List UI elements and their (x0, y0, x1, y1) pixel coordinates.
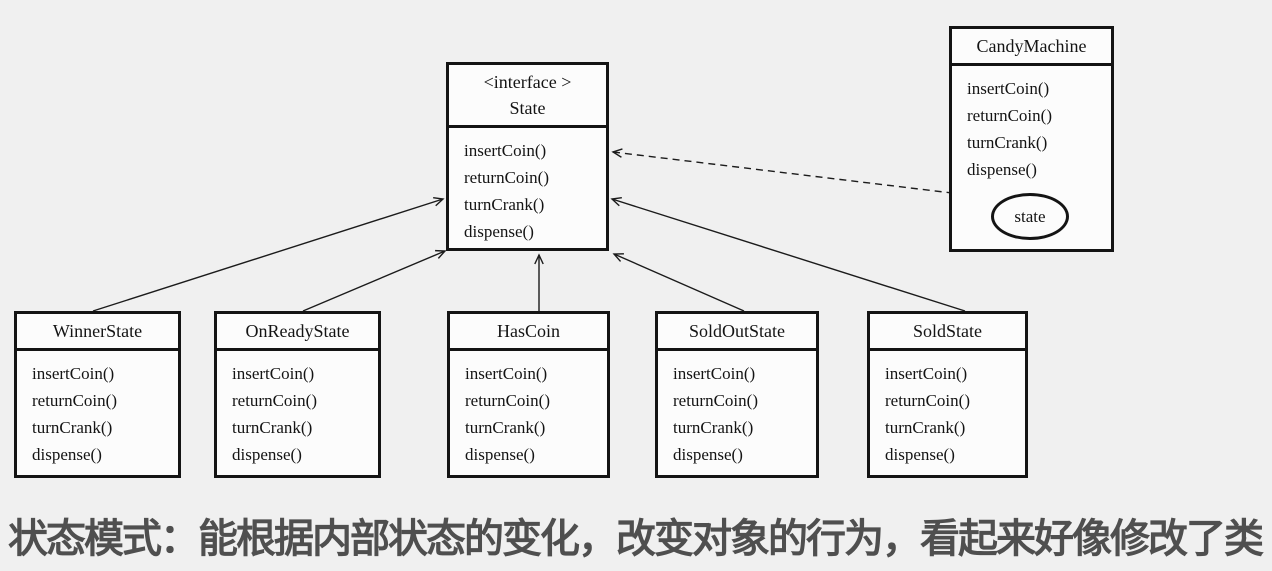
method-item: insertCoin() (232, 364, 315, 383)
method-item: returnCoin() (673, 391, 758, 410)
method-item: turnCrank() (465, 418, 546, 437)
class-box-soldstate: SoldState insertCoin() returnCoin() turn… (867, 311, 1028, 478)
method-item: dispense() (32, 445, 102, 464)
method-list-winnerstate: insertCoin() returnCoin() turnCrank() di… (17, 351, 178, 468)
class-name-candymachine: CandyMachine (976, 36, 1087, 56)
class-header-hascoin: HasCoin (450, 314, 607, 351)
class-box-candymachine: CandyMachine insertCoin() returnCoin() t… (949, 26, 1114, 252)
method-item: insertCoin() (464, 141, 547, 160)
class-name-winnerstate: WinnerState (52, 321, 143, 341)
class-box-soldoutstate: SoldOutState insertCoin() returnCoin() t… (655, 311, 819, 478)
method-item: turnCrank() (673, 418, 754, 437)
connector-onreadystate-to-state (302, 249, 447, 312)
method-item: dispense() (673, 445, 743, 464)
method-item: insertCoin() (885, 364, 968, 383)
class-header-state: <interface > State (449, 65, 606, 128)
connector-candymachine-state-dashed (611, 148, 987, 201)
method-item: turnCrank() (32, 418, 113, 437)
connector-soldstate-to-state (610, 197, 966, 312)
class-header-onreadystate: OnReadyState (217, 314, 378, 351)
class-name-soldoutstate: SoldOutState (688, 321, 785, 341)
state-field-ellipse: state (991, 193, 1069, 240)
method-item: turnCrank() (885, 418, 966, 437)
method-list-state: insertCoin() returnCoin() turnCrank() di… (449, 128, 606, 245)
method-item: dispense() (232, 445, 302, 464)
state-field-label: state (1014, 206, 1046, 226)
method-item: dispense() (465, 445, 535, 464)
method-list-soldoutstate: insertCoin() returnCoin() turnCrank() di… (658, 351, 816, 468)
method-item: turnCrank() (464, 195, 545, 214)
class-header-winnerstate: WinnerState (17, 314, 178, 351)
method-list-hascoin: insertCoin() returnCoin() turnCrank() di… (450, 351, 607, 468)
connector-soldoutstate-to-state (612, 253, 745, 312)
class-header-soldstate: SoldState (870, 314, 1025, 351)
method-item: returnCoin() (465, 391, 550, 410)
method-item: dispense() (967, 160, 1037, 179)
connector-winnerstate-to-state (92, 197, 445, 312)
stereotype-label: <interface > (483, 72, 572, 92)
class-name-state: State (509, 98, 546, 118)
class-name-hascoin: HasCoin (497, 321, 560, 341)
class-box-onreadystate: OnReadyState insertCoin() returnCoin() t… (214, 311, 381, 478)
method-item: insertCoin() (32, 364, 115, 383)
method-item: returnCoin() (885, 391, 970, 410)
class-header-candymachine: CandyMachine (952, 29, 1111, 66)
method-item: returnCoin() (32, 391, 117, 410)
method-item: dispense() (464, 222, 534, 241)
method-item: turnCrank() (232, 418, 313, 437)
method-item: dispense() (885, 445, 955, 464)
class-box-winnerstate: WinnerState insertCoin() returnCoin() tu… (14, 311, 181, 478)
caption-text: 状态模式：能根据内部状态的变化，改变对象的行为，看起来好像修改了类 (8, 517, 1264, 561)
class-box-state-interface: <interface > State insertCoin() returnCo… (446, 62, 609, 251)
class-box-hascoin: HasCoin insertCoin() returnCoin() turnCr… (447, 311, 610, 478)
method-list-onreadystate: insertCoin() returnCoin() turnCrank() di… (217, 351, 378, 468)
method-item: returnCoin() (232, 391, 317, 410)
method-item: insertCoin() (967, 79, 1050, 98)
method-item: returnCoin() (464, 168, 549, 187)
class-name-onreadystate: OnReadyState (245, 321, 350, 341)
class-name-soldstate: SoldState (912, 321, 982, 341)
method-item: insertCoin() (673, 364, 756, 383)
method-list-soldstate: insertCoin() returnCoin() turnCrank() di… (870, 351, 1025, 468)
method-list-candymachine: insertCoin() returnCoin() turnCrank() di… (952, 66, 1111, 183)
method-item: returnCoin() (967, 106, 1052, 125)
method-item: insertCoin() (465, 364, 548, 383)
class-header-soldoutstate: SoldOutState (658, 314, 816, 351)
method-item: turnCrank() (967, 133, 1048, 152)
